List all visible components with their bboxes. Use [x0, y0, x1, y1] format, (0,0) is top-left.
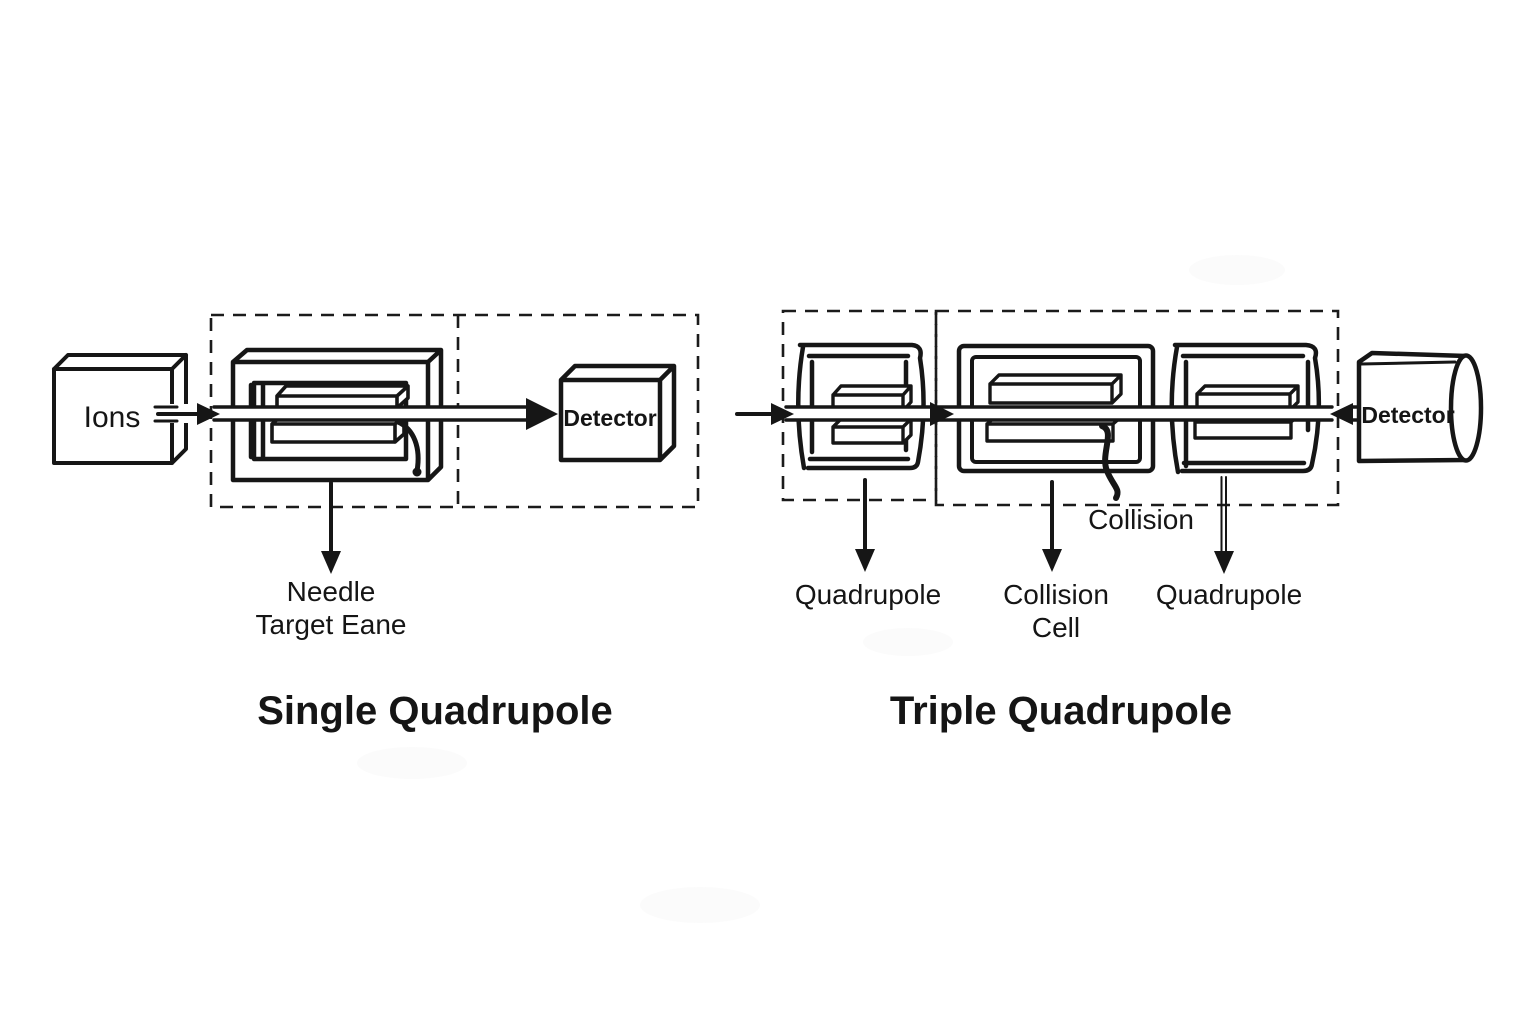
collision-cell-assembly	[956, 343, 1156, 501]
pointer-label-line2: Target Eane	[256, 609, 407, 640]
quadrupole1-label: Quadrupole	[795, 579, 941, 610]
collision-cell-upper-rod	[988, 373, 1123, 405]
triple-quadrupole-diagram: Detector Collision Quadrupole Collision …	[735, 309, 1484, 733]
detector-label: Detector	[1361, 402, 1454, 428]
single-quadrupole-diagram: Ions Detector Needle Target Eane Single …	[52, 313, 700, 733]
entry-arrowhead-icon	[197, 403, 220, 425]
detector-top-edge	[1359, 360, 1457, 366]
pointer-label-line1: Needle	[287, 576, 376, 607]
lower-rod	[270, 414, 406, 444]
pointer-arrowhead-icon	[1042, 549, 1062, 572]
collision-cell-label-line1: Collision	[1003, 579, 1109, 610]
beam-band	[214, 407, 530, 420]
triple-detector-cylinder: Detector	[1356, 350, 1484, 464]
mid-arrowhead-icon	[930, 402, 954, 426]
quadrupole3-pointer: Quadrupole	[1156, 476, 1302, 610]
pointer-line	[1220, 476, 1227, 557]
detector-label: Detector	[563, 405, 656, 431]
quadrupole1-lower-rod	[831, 417, 913, 445]
collision-cell-pointer: Collision Cell	[1003, 480, 1109, 643]
beam-arrowhead-icon	[526, 398, 558, 430]
rod-wire	[395, 419, 421, 474]
smudge	[863, 628, 953, 656]
beam-band	[786, 407, 1332, 420]
collision-wire	[1099, 423, 1121, 501]
beam-band-edges	[212, 405, 532, 422]
single-detector-box: Detector	[558, 363, 677, 463]
dashed-box-cc-q3	[934, 309, 1340, 507]
pointer-arrowhead-icon	[1214, 551, 1234, 574]
detector-cylinder-face	[1448, 353, 1484, 463]
quadrupole1-pointer: Quadrupole	[795, 478, 941, 610]
triple-quadrupole-title: Triple Quadrupole	[890, 689, 1232, 733]
single-ion-beam	[156, 398, 558, 430]
single-quadrupole-title: Single Quadrupole	[257, 689, 613, 733]
ions-box-shape	[52, 353, 188, 465]
wire-tip	[412, 467, 422, 477]
pointer-arrowhead-icon	[321, 551, 341, 574]
detector-box-shape	[558, 363, 677, 463]
beam-band-edges	[784, 405, 1334, 422]
upper-rod	[275, 384, 410, 410]
beam-notch-walls	[153, 405, 179, 423]
pointer-arrowhead-icon	[855, 549, 875, 572]
ions-label: Ions	[84, 401, 141, 434]
smudge	[640, 887, 760, 923]
smudge	[1189, 255, 1285, 285]
quadrupole3-label: Quadrupole	[1156, 579, 1302, 610]
single-pointer: Needle Target Eane	[256, 481, 407, 640]
smudge	[357, 747, 467, 779]
quadrupole-frame	[230, 347, 444, 483]
single-quadrupole-assembly	[230, 347, 444, 483]
collision-cell-label-line2: Cell	[1032, 612, 1080, 643]
entry-arrowhead-icon	[771, 403, 794, 425]
collision-annotation: Collision	[1088, 504, 1194, 535]
ion-source-box: Ions	[52, 353, 193, 465]
detector-arrowhead-icon	[1330, 403, 1353, 425]
